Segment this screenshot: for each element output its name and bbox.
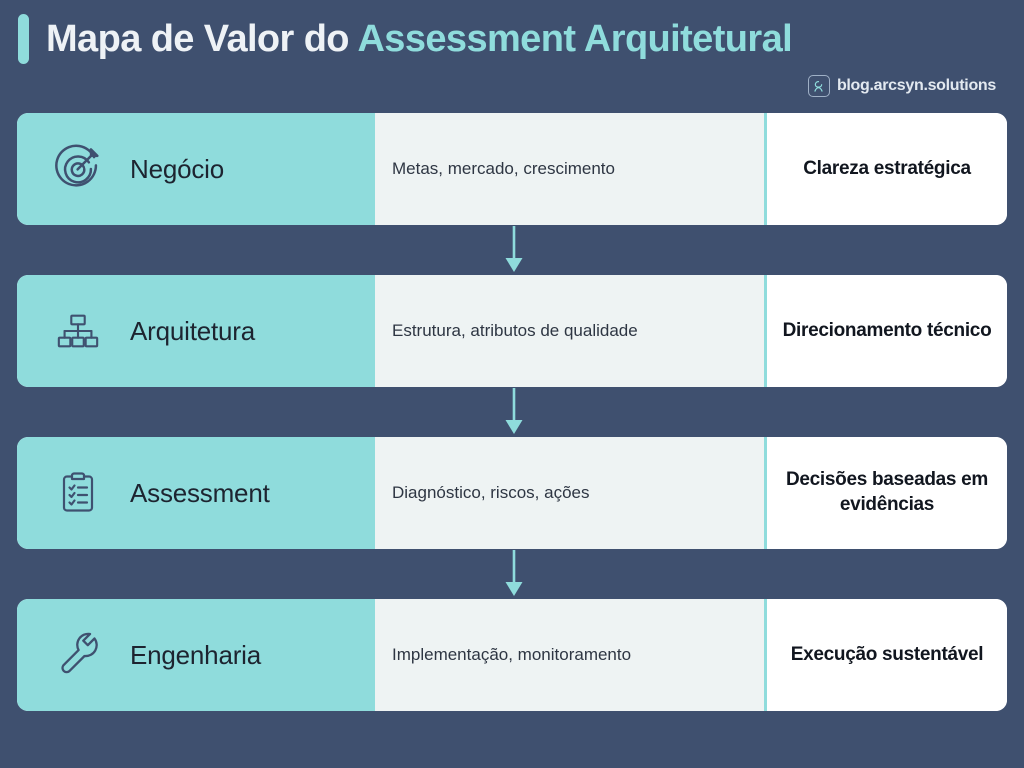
connector-arrow xyxy=(17,387,1007,437)
value-map-rows: Negócio Metas, mercado, crescimento Clar… xyxy=(17,113,1007,711)
row-description-cell: Metas, mercado, crescimento xyxy=(375,113,767,225)
page-title-part-1: Mapa de Valor do xyxy=(46,18,358,60)
row-description-cell: Implementação, monitoramento xyxy=(375,599,767,711)
page-title-part-2: Assessment Arquitetural xyxy=(357,18,793,60)
page-header: Mapa de Valor do Assessment Arquitetural… xyxy=(0,0,1024,108)
table-row: Arquitetura Estrutura, atributos de qual… xyxy=(17,275,1007,387)
row-label-text: Engenharia xyxy=(130,639,261,670)
arcsyn-logo-icon xyxy=(807,75,830,97)
row-description-text: Metas, mercado, crescimento xyxy=(392,158,615,178)
row-result-cell: Decisões baseadas em evidências xyxy=(767,437,1007,549)
hierarchy-icon xyxy=(50,303,106,359)
page-title: Mapa de Valor do Assessment Arquitetural xyxy=(18,14,793,64)
row-label-text: Assessment xyxy=(130,477,270,508)
table-row: Negócio Metas, mercado, crescimento Clar… xyxy=(17,113,1007,225)
row-description-cell: Diagnóstico, riscos, ações xyxy=(375,437,767,549)
row-label-cell: Arquitetura xyxy=(17,275,375,387)
row-label-text: Arquitetura xyxy=(130,315,255,346)
row-result-cell: Clareza estratégica xyxy=(767,113,1007,225)
row-label-cell: Negócio xyxy=(17,113,375,225)
row-result-cell: Execução sustentável xyxy=(767,599,1007,711)
page-title-text: Mapa de Valor do Assessment Arquitetural xyxy=(46,18,793,60)
table-row: Assessment Diagnóstico, riscos, ações De… xyxy=(17,437,1007,549)
connector-arrow xyxy=(17,549,1007,599)
arrow-down-icon xyxy=(505,226,523,272)
wrench-icon xyxy=(50,627,106,683)
watermark-text: blog.arcsyn.solutions xyxy=(836,77,996,94)
connector-arrow xyxy=(17,225,1007,275)
row-result-text: Clareza estratégica xyxy=(803,157,971,179)
row-result-text: Decisões baseadas em evidências xyxy=(785,469,989,515)
title-accent-bar xyxy=(18,14,29,64)
arrow-down-icon xyxy=(505,388,523,434)
row-result-text: Execução sustentável xyxy=(790,643,984,665)
watermark: blog.arcsyn.solutions xyxy=(807,75,996,97)
row-description-text: Diagnóstico, riscos, ações xyxy=(392,482,590,502)
row-label-cell: Engenharia xyxy=(17,599,375,711)
row-label-text: Negócio xyxy=(130,153,224,184)
row-result-cell: Direcionamento técnico xyxy=(767,275,1007,387)
row-label-cell: Assessment xyxy=(17,437,375,549)
row-description-cell: Estrutura, atributos de qualidade xyxy=(375,275,767,387)
row-description-text: Estrutura, atributos de qualidade xyxy=(392,320,638,340)
arrow-down-icon xyxy=(505,550,523,596)
target-icon xyxy=(50,141,106,197)
clipboard-check-icon xyxy=(50,465,106,521)
row-result-text: Direcionamento técnico xyxy=(782,319,992,341)
row-description-text: Implementação, monitoramento xyxy=(392,644,632,664)
table-row: Engenharia Implementação, monitoramento … xyxy=(17,599,1007,711)
